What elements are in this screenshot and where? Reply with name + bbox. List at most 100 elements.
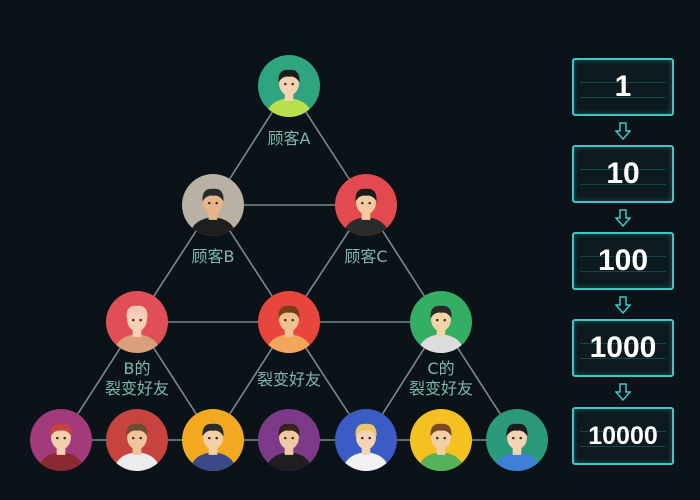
- ladder-step-1: 1: [572, 58, 674, 116]
- hair: [278, 423, 300, 437]
- label-bf: B的裂变好友: [104, 359, 170, 398]
- eye: [368, 201, 371, 205]
- person-icon: [266, 305, 312, 353]
- eye: [291, 318, 294, 322]
- avatar-cf: [410, 291, 472, 353]
- shirt: [266, 452, 312, 471]
- face: [431, 425, 451, 450]
- neck: [436, 327, 446, 337]
- eye: [443, 318, 446, 322]
- face: [279, 425, 299, 450]
- eye: [291, 436, 294, 440]
- eye: [443, 436, 446, 440]
- ladder-step-100: 100: [572, 232, 674, 290]
- eye: [284, 82, 287, 86]
- neck: [208, 210, 218, 220]
- avatar-mf: [258, 291, 320, 353]
- avatar-r4: [258, 409, 320, 471]
- hair: [50, 423, 72, 437]
- ladder-value: 1000: [589, 331, 657, 364]
- hair: [355, 188, 377, 202]
- ladder-value: 10000: [588, 421, 658, 450]
- person-icon: [38, 423, 84, 471]
- person-icon: [190, 423, 236, 471]
- hair: [506, 423, 528, 437]
- ladder-step-10: 10: [572, 145, 674, 203]
- shirt: [494, 452, 540, 471]
- person-icon: [114, 423, 160, 471]
- person-icon: [418, 305, 464, 353]
- eye: [63, 436, 66, 440]
- eye: [215, 436, 218, 440]
- neck: [361, 445, 371, 455]
- eye: [436, 318, 439, 322]
- eye: [139, 436, 142, 440]
- eye: [132, 318, 135, 322]
- person-icon: [494, 423, 540, 471]
- ladder-step-10000: 10000: [572, 407, 674, 465]
- neck: [56, 445, 66, 455]
- eye: [284, 318, 287, 322]
- neck: [361, 210, 371, 220]
- shirt: [266, 334, 312, 353]
- person-icon: [343, 423, 389, 471]
- hair: [278, 69, 300, 83]
- shirt: [38, 452, 84, 471]
- ladder-value: 1: [614, 70, 632, 103]
- person-icon: [266, 69, 312, 117]
- avatar-r1: [30, 409, 92, 471]
- eye: [208, 436, 211, 440]
- shirt: [343, 452, 389, 471]
- shirt: [190, 217, 236, 236]
- avatar-r5: [335, 409, 397, 471]
- label-mf: 裂变好友: [256, 370, 322, 389]
- face: [279, 307, 299, 332]
- avatar-r7: [486, 409, 548, 471]
- label-c: 顾客C: [344, 247, 388, 266]
- face: [356, 425, 376, 450]
- avatar-b: [182, 174, 244, 236]
- eye: [512, 436, 515, 440]
- hair: [278, 305, 300, 319]
- person-icon: [114, 305, 160, 353]
- neck: [512, 445, 522, 455]
- shirt: [114, 452, 160, 471]
- avatar-r6: [410, 409, 472, 471]
- face: [203, 190, 223, 215]
- shirt: [114, 334, 160, 353]
- hair: [126, 305, 148, 319]
- label-b: 顾客B: [191, 247, 235, 266]
- neck: [284, 445, 294, 455]
- down-arrow-icon: [615, 383, 631, 401]
- hair: [126, 423, 148, 437]
- label-cf: C的裂变好友: [408, 359, 474, 398]
- eye: [132, 436, 135, 440]
- shirt: [343, 217, 389, 236]
- eye: [368, 436, 371, 440]
- person-icon: [343, 188, 389, 236]
- hair: [430, 423, 452, 437]
- person-icon: [190, 188, 236, 236]
- avatar-r2: [106, 409, 168, 471]
- face: [507, 425, 527, 450]
- avatar-a: [258, 55, 320, 117]
- face: [431, 307, 451, 332]
- down-arrow-icon: [615, 296, 631, 314]
- down-arrow-icon: [615, 209, 631, 227]
- down-arrow-icon: [615, 122, 631, 140]
- face: [203, 425, 223, 450]
- referral-tree: [30, 55, 548, 471]
- shirt: [418, 334, 464, 353]
- person-icon: [418, 423, 464, 471]
- neck: [208, 445, 218, 455]
- eye: [291, 82, 294, 86]
- ladder-value: 100: [597, 244, 649, 277]
- label-a: 顾客A: [267, 129, 311, 148]
- shirt: [418, 452, 464, 471]
- eye: [361, 201, 364, 205]
- shirt: [266, 98, 312, 117]
- eye: [284, 436, 287, 440]
- neck: [284, 327, 294, 337]
- eye: [208, 201, 211, 205]
